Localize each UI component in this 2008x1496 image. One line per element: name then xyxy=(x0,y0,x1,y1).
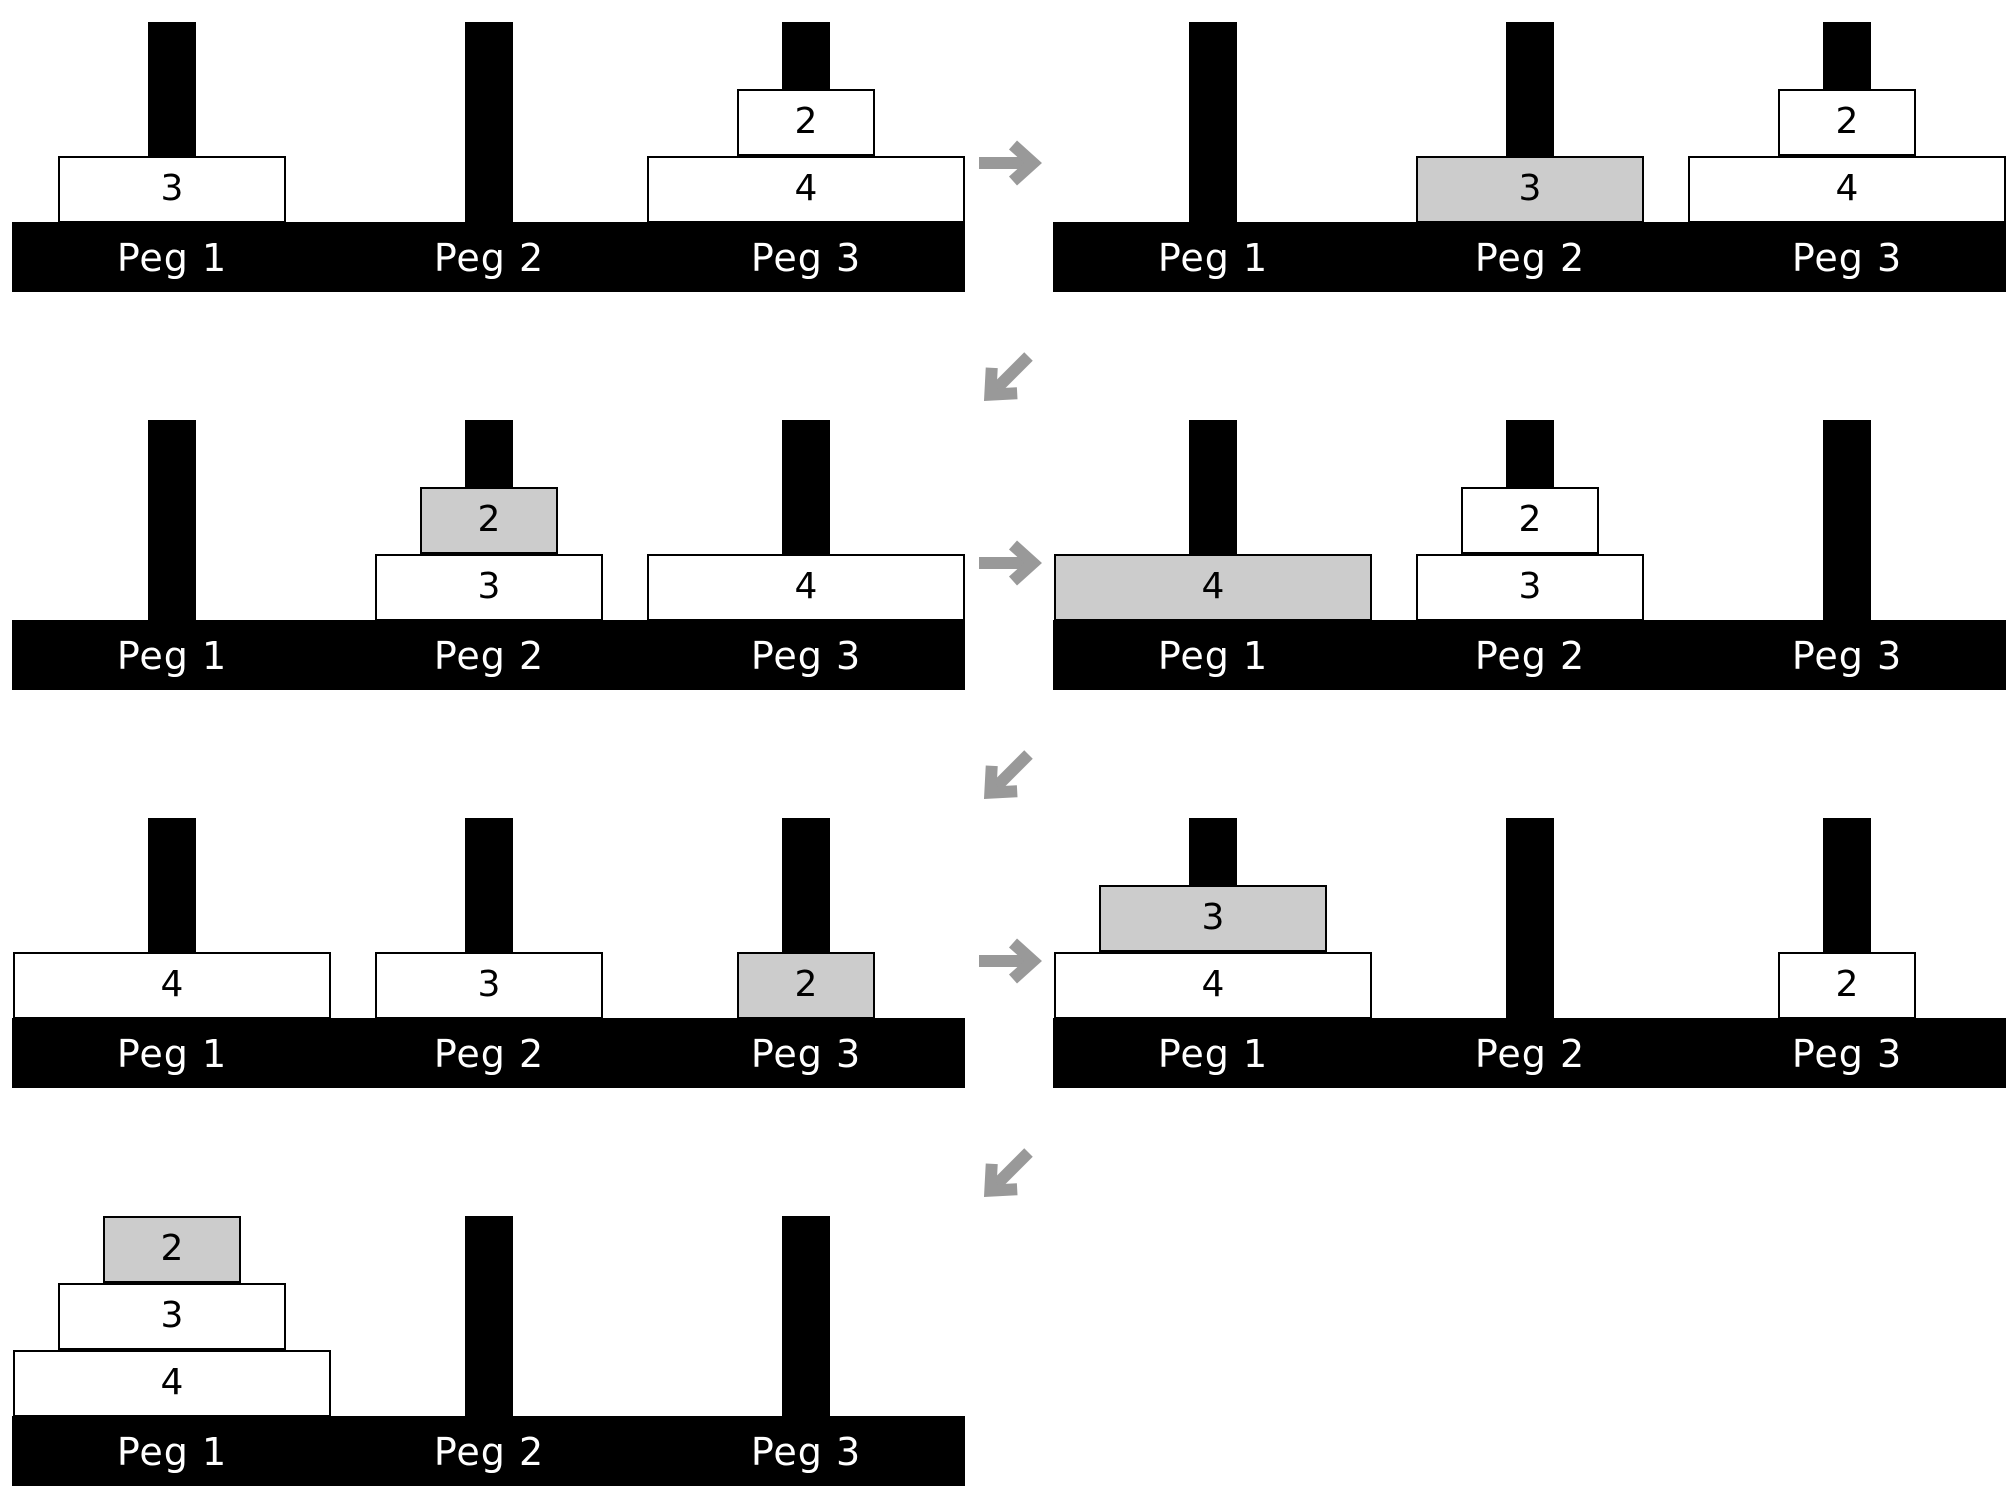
peg-3 xyxy=(1823,420,1871,630)
peg-label: Peg 2 xyxy=(433,634,545,678)
peg-label: Peg 3 xyxy=(1791,1032,1903,1076)
down-left-arrow-icon xyxy=(983,750,1033,800)
disk: 4 xyxy=(1054,952,1372,1019)
moved-disk: 3 xyxy=(1416,156,1644,223)
disk: 3 xyxy=(58,156,286,223)
peg-label: Peg 3 xyxy=(750,1430,862,1474)
disk: 3 xyxy=(375,554,603,621)
peg-label: Peg 3 xyxy=(750,1032,862,1076)
right-arrow-icon xyxy=(979,938,1042,984)
peg-label: Peg 3 xyxy=(1791,236,1903,280)
moved-disk: 3 xyxy=(1099,885,1327,952)
peg-label: Peg 1 xyxy=(116,236,228,280)
peg-base xyxy=(12,1416,965,1486)
peg-base xyxy=(1053,222,2006,292)
peg-label: Peg 1 xyxy=(116,1032,228,1076)
peg-3 xyxy=(782,1216,830,1426)
disk: 3 xyxy=(58,1283,286,1350)
peg-1 xyxy=(148,420,196,630)
peg-base xyxy=(1053,620,2006,690)
disk: 4 xyxy=(647,554,965,621)
peg-base xyxy=(12,1018,965,1088)
peg-label: Peg 2 xyxy=(433,1430,545,1474)
disk: 2 xyxy=(1461,487,1599,554)
peg-2 xyxy=(465,1216,513,1426)
peg-label: Peg 2 xyxy=(1474,1032,1586,1076)
peg-label: Peg 2 xyxy=(433,1032,545,1076)
peg-base xyxy=(12,222,965,292)
peg-label: Peg 1 xyxy=(116,634,228,678)
moved-disk: 2 xyxy=(737,952,875,1019)
peg-label: Peg 2 xyxy=(1474,634,1586,678)
disk: 3 xyxy=(375,952,603,1019)
disk: 4 xyxy=(647,156,965,223)
disk: 3 xyxy=(1416,554,1644,621)
peg-label: Peg 1 xyxy=(116,1430,228,1474)
disk: 4 xyxy=(1688,156,2006,223)
peg-label: Peg 2 xyxy=(433,236,545,280)
right-arrow-icon xyxy=(979,140,1042,186)
moved-disk: 2 xyxy=(420,487,558,554)
moved-disk: 2 xyxy=(103,1216,241,1283)
peg-2 xyxy=(465,22,513,232)
moved-disk: 4 xyxy=(1054,554,1372,621)
down-left-arrow-icon xyxy=(983,352,1033,402)
disk: 2 xyxy=(1778,89,1916,156)
disk: 2 xyxy=(1778,952,1916,1019)
down-left-arrow-icon xyxy=(983,1148,1033,1198)
peg-label: Peg 1 xyxy=(1157,1032,1269,1076)
peg-label: Peg 1 xyxy=(1157,236,1269,280)
right-arrow-icon xyxy=(979,540,1042,586)
disk: 4 xyxy=(13,952,331,1019)
peg-label: Peg 2 xyxy=(1474,236,1586,280)
disk: 2 xyxy=(737,89,875,156)
peg-2 xyxy=(1506,818,1554,1028)
peg-base xyxy=(1053,1018,2006,1088)
peg-1 xyxy=(1189,22,1237,232)
peg-label: Peg 1 xyxy=(1157,634,1269,678)
peg-base xyxy=(12,620,965,690)
disk: 4 xyxy=(13,1350,331,1417)
peg-label: Peg 3 xyxy=(750,236,862,280)
peg-label: Peg 3 xyxy=(750,634,862,678)
peg-label: Peg 3 xyxy=(1791,634,1903,678)
